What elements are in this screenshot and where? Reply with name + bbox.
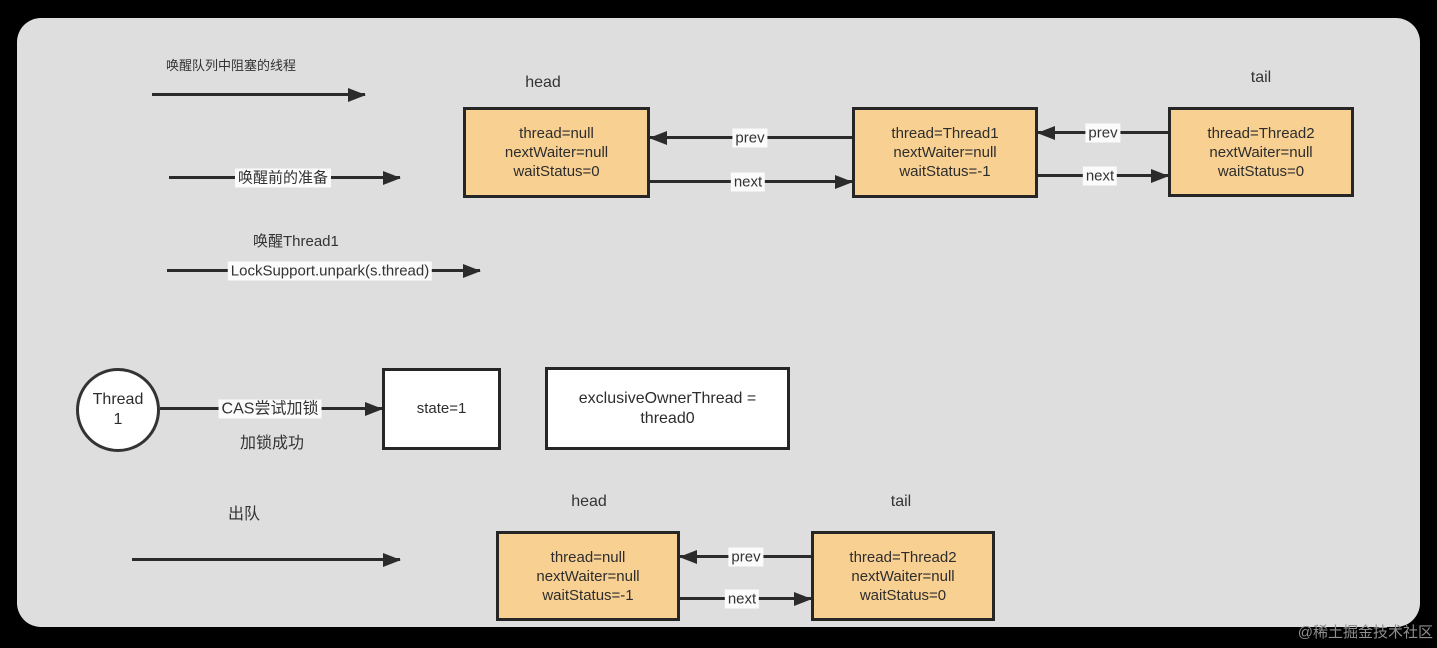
- arrowhead-icon: [463, 263, 481, 278]
- cas-label: CAS尝试加锁: [218, 399, 322, 419]
- owner-box: exclusiveOwnerThread = thread0: [545, 367, 790, 450]
- arrowhead-icon: [365, 401, 383, 416]
- node-line: waitStatus=-1: [542, 586, 634, 604]
- next-label: next: [724, 589, 760, 609]
- queue-node-middle: thread=Thread1 nextWaiter=null waitStatu…: [852, 107, 1038, 198]
- arrowhead-icon: [649, 130, 667, 145]
- wake-arrow: [152, 87, 366, 102]
- queue-node-head: thread=null nextWaiter=null waitStatus=0: [463, 107, 650, 198]
- dequeue-arrow: [132, 552, 401, 567]
- wake-thread1-label: 唤醒Thread1: [253, 233, 339, 250]
- owner-line: exclusiveOwnerThread =: [578, 389, 757, 407]
- state-value: state=1: [416, 400, 467, 417]
- arrowhead-icon: [835, 174, 853, 189]
- prev-label: prev: [728, 547, 764, 567]
- head-label: head: [525, 74, 561, 91]
- queue-node-head: thread=null nextWaiter=null waitStatus=-…: [496, 531, 680, 621]
- thread1-circle: Thread 1: [76, 368, 160, 452]
- node-line: waitStatus=0: [1217, 162, 1305, 180]
- wake-blocked-label: 唤醒队列中阻塞的线程: [166, 58, 297, 73]
- tail-label: tail: [1250, 69, 1272, 86]
- node-line: thread=null: [550, 548, 626, 566]
- node-line: nextWaiter=null: [1209, 143, 1313, 161]
- watermark: @稀土掘金技术社区: [1297, 624, 1433, 641]
- circle-line: 1: [113, 411, 123, 428]
- next-label: next: [730, 172, 766, 192]
- node-line: thread=Thread2: [1207, 124, 1315, 142]
- node-line: waitStatus=-1: [899, 163, 991, 180]
- node-line: thread=Thread2: [849, 548, 957, 566]
- prev-label: prev: [1085, 123, 1121, 143]
- unpark-label: LockSupport.unpark(s.thread): [227, 261, 433, 281]
- owner-line: thread0: [640, 409, 695, 427]
- arrowhead-icon: [679, 549, 697, 564]
- next-label: next: [1082, 166, 1118, 186]
- tail-label: tail: [890, 493, 912, 510]
- arrowhead-icon: [1151, 168, 1169, 183]
- head-label: head: [571, 493, 607, 510]
- node-line: thread=Thread1: [891, 125, 999, 142]
- prepare-label: 唤醒前的准备: [234, 168, 332, 188]
- dequeue-label: 出队: [228, 506, 261, 523]
- node-line: thread=null: [519, 125, 594, 142]
- node-line: nextWaiter=null: [536, 567, 640, 585]
- node-line: nextWaiter=null: [851, 567, 955, 585]
- arrowhead-icon: [794, 591, 812, 606]
- node-line: nextWaiter=null: [504, 144, 609, 161]
- node-line: waitStatus=0: [859, 586, 947, 604]
- node-line: waitStatus=0: [513, 163, 600, 180]
- arrowhead-icon: [383, 170, 401, 185]
- lock-success-label: 加锁成功: [240, 435, 305, 452]
- circle-line: Thread: [92, 391, 144, 408]
- queue-node-tail: thread=Thread2 nextWaiter=null waitStatu…: [811, 531, 995, 621]
- prev-label: prev: [732, 128, 768, 148]
- queue-node-tail: thread=Thread2 nextWaiter=null waitStatu…: [1168, 107, 1354, 197]
- arrowhead-icon: [383, 552, 401, 567]
- arrowhead-icon: [1037, 125, 1055, 140]
- state-box: state=1: [382, 368, 501, 450]
- arrowhead-icon: [348, 87, 366, 102]
- node-line: nextWaiter=null: [893, 144, 997, 161]
